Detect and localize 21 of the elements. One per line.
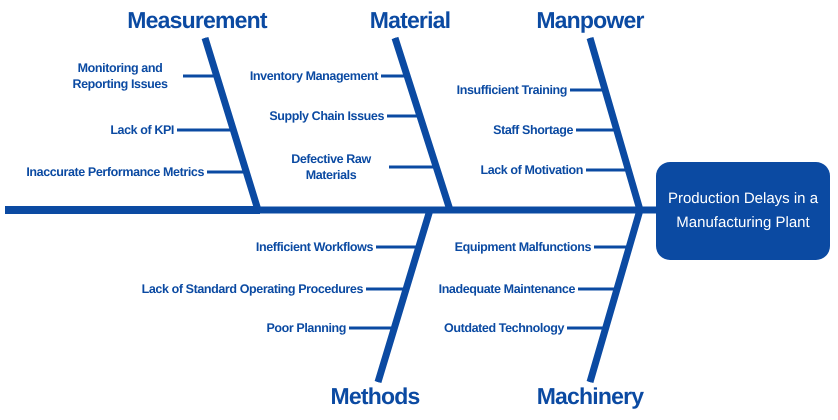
cause-label: Monitoring and Reporting Issues [60, 60, 180, 92]
cause-label: Inadequate Maintenance [405, 281, 575, 297]
cause-label: Defective Raw Materials [276, 151, 386, 183]
cause-label: Insufficient Training [407, 82, 567, 98]
cause-label: Outdated Technology [404, 320, 564, 336]
category-heading: Machinery [500, 382, 680, 410]
cause-label: Staff Shortage [443, 122, 573, 138]
category-heading: Methods [285, 382, 465, 410]
cause-label: Poor Planning [216, 320, 346, 336]
cause-label: Inefficient Workflows [213, 239, 373, 255]
cause-label: Lack of Motivation [423, 162, 583, 178]
category-heading: Material [320, 6, 500, 34]
effect-box: Production Delays in a Manufacturing Plant [656, 162, 830, 260]
cause-label: Equipment Malfunctions [421, 239, 591, 255]
cause-label: Inventory Management [218, 68, 378, 84]
cause-label: Lack of Standard Operating Procedures [103, 281, 363, 297]
cause-label: Inaccurate Performance Metrics [0, 164, 204, 180]
cause-label: Supply Chain Issues [224, 108, 384, 124]
category-heading: Manpower [500, 6, 680, 34]
category-heading: Measurement [107, 6, 287, 34]
cause-label: Lack of KPI [24, 122, 174, 138]
